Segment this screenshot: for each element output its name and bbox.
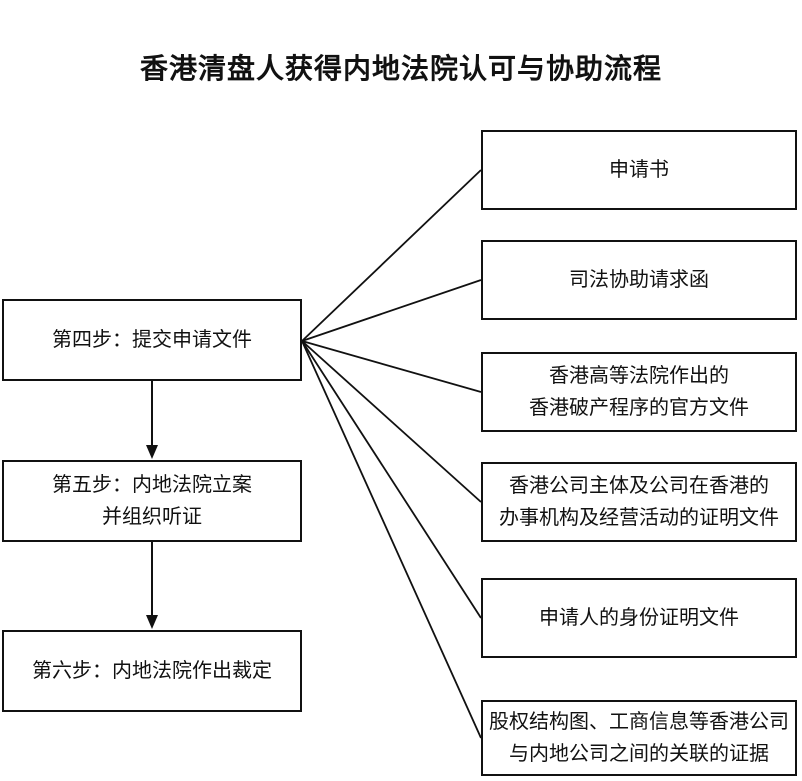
step-box-5: 第五步：内地法院立案 并组织听证 bbox=[2, 460, 302, 542]
connector-step4-doc6 bbox=[301, 340, 482, 739]
connector-step4-doc3 bbox=[301, 340, 482, 393]
diagram-title: 香港清盘人获得内地法院认可与协助流程 bbox=[139, 54, 662, 85]
document-box-1: 申请书 bbox=[481, 130, 797, 210]
document-box-2: 司法协助请求函 bbox=[481, 240, 797, 320]
document-box-5-line1: 申请人的身份证明文件 bbox=[539, 607, 739, 629]
step-box-6-line1: 第六步：内地法院作出裁定 bbox=[32, 660, 272, 682]
step-box-4-line1: 第四步：提交申请文件 bbox=[52, 329, 252, 351]
step-box-4: 第四步：提交申请文件 bbox=[2, 299, 302, 381]
connector-step4-doc4 bbox=[301, 340, 482, 503]
document-box-6-line2: 与内地公司之间的关联的证据 bbox=[509, 743, 769, 765]
document-box-6-line1: 股权结构图、工商信息等香港公司 bbox=[489, 711, 789, 733]
step-box-5-line1: 第五步：内地法院立案 bbox=[52, 474, 252, 496]
arrow-step4-step5-head bbox=[146, 445, 158, 459]
connector-step4-doc5 bbox=[301, 340, 482, 619]
document-box-1-line1: 申请书 bbox=[609, 159, 669, 181]
document-box-4-line1: 香港公司主体及公司在香港的 bbox=[509, 475, 769, 497]
document-box-4: 香港公司主体及公司在香港的 办事机构及经营活动的证明文件 bbox=[481, 462, 797, 542]
arrow-step5-step6-head bbox=[146, 615, 158, 629]
document-box-4-line2: 办事机构及经营活动的证明文件 bbox=[499, 507, 779, 529]
connector-step4-doc1 bbox=[301, 169, 482, 342]
document-box-3: 香港高等法院作出的 香港破产程序的官方文件 bbox=[481, 352, 797, 432]
document-box-3-line2: 香港破产程序的官方文件 bbox=[529, 397, 749, 419]
step-box-5-line2: 并组织听证 bbox=[102, 506, 202, 528]
connector-step4-doc2 bbox=[301, 279, 482, 342]
document-box-6: 股权结构图、工商信息等香港公司 与内地公司之间的关联的证据 bbox=[481, 700, 797, 776]
document-box-5: 申请人的身份证明文件 bbox=[481, 578, 797, 658]
step-box-6: 第六步：内地法院作出裁定 bbox=[2, 630, 302, 712]
document-box-3-line1: 香港高等法院作出的 bbox=[549, 365, 729, 387]
document-box-2-line1: 司法协助请求函 bbox=[569, 269, 709, 291]
